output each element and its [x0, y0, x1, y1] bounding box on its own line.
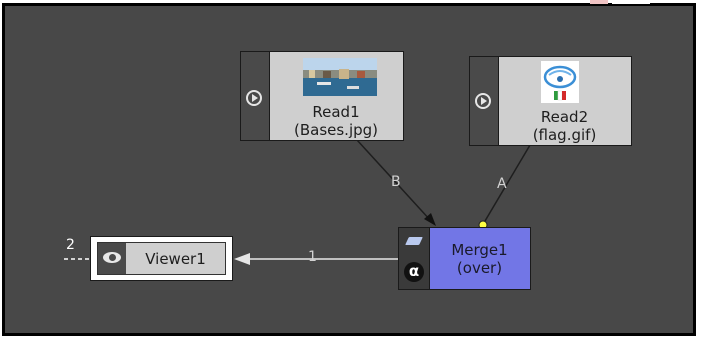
alpha-icon[interactable]: α — [404, 262, 424, 282]
wire-b — [356, 139, 432, 222]
read1-node[interactable]: Read1 (Bases.jpg) — [240, 51, 404, 141]
top-edge-artifact — [590, 0, 650, 4]
eye-icon[interactable] — [103, 252, 121, 263]
read2-thumbnail — [541, 61, 579, 103]
viewer1-node[interactable]: Viewer1 — [90, 236, 233, 281]
wire-viewer-label: 1 — [308, 249, 317, 265]
merge1-sidebar: α — [399, 228, 430, 289]
read2-node[interactable]: Read2 (flag.gif) — [469, 56, 632, 146]
read2-filename: (flag.gif) — [532, 126, 597, 144]
play-icon[interactable] — [246, 90, 262, 106]
wire-b-arrow — [424, 213, 436, 226]
wire-b-label: B — [391, 174, 401, 190]
wire-viewer-arrow — [234, 253, 250, 265]
viewer1-title: Viewer1 — [145, 250, 206, 268]
read1-filename: (Bases.jpg) — [293, 121, 379, 139]
wire-a — [484, 139, 534, 222]
merge1-node[interactable]: α Merge1 (over) — [398, 227, 531, 290]
read1-title: Read1 — [312, 103, 360, 121]
mask-icon[interactable] — [405, 237, 423, 245]
viewer1-body: Viewer1 — [97, 242, 226, 275]
wire-a-label: A — [497, 176, 507, 192]
read1-sidebar — [241, 52, 270, 140]
read2-title: Read2 — [540, 108, 589, 126]
read2-sidebar — [470, 57, 499, 145]
merge1-operation: (over) — [456, 259, 503, 277]
read1-thumbnail — [303, 58, 377, 96]
viewer-input-count: 2 — [66, 237, 75, 253]
viewer1-sidebar — [98, 243, 126, 274]
merge1-title: Merge1 — [451, 241, 508, 259]
play-icon[interactable] — [475, 93, 491, 109]
